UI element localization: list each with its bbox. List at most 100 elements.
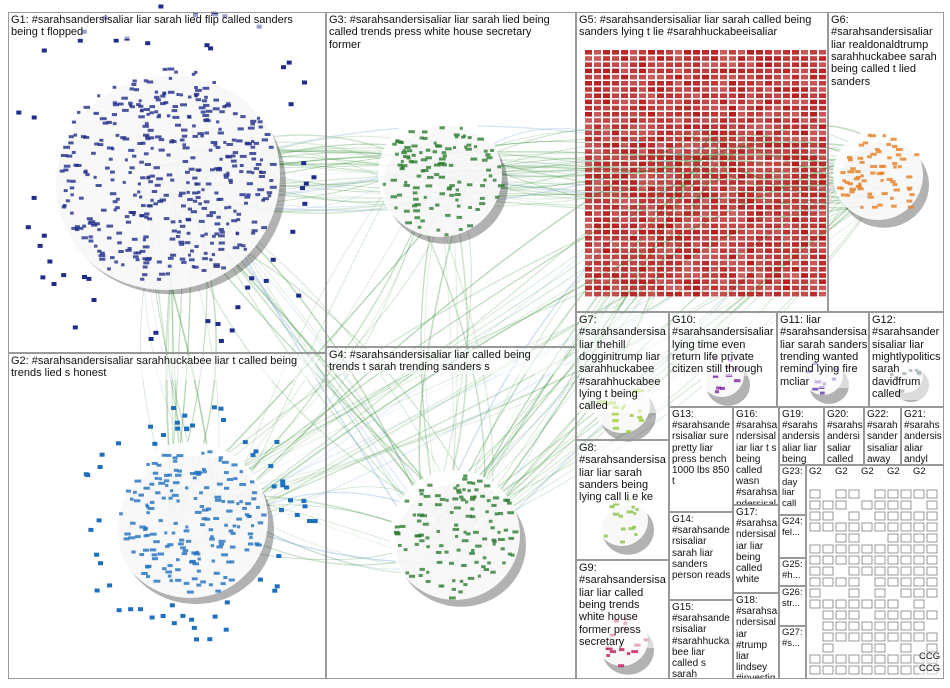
node: [449, 561, 454, 565]
node: [403, 184, 410, 187]
node: [819, 242, 826, 247]
node: [810, 260, 817, 266]
node: [400, 160, 404, 163]
node: [684, 112, 691, 117]
node: [193, 497, 198, 500]
node: [765, 285, 772, 291]
node: [801, 180, 808, 185]
node: [639, 174, 646, 179]
node: [729, 273, 736, 278]
node: [853, 177, 860, 181]
node: [684, 124, 691, 129]
node: [612, 205, 619, 210]
node: [738, 248, 745, 253]
node: [630, 68, 637, 74]
node: [630, 105, 637, 111]
node: [783, 180, 790, 185]
node: [167, 256, 174, 260]
node: [154, 110, 159, 114]
node: [585, 205, 592, 210]
node: [257, 120, 263, 124]
node: [204, 43, 210, 48]
node: [666, 285, 673, 291]
node: [603, 217, 610, 222]
node: [124, 215, 130, 219]
node: [809, 522, 821, 532]
node: [720, 180, 727, 185]
node: [594, 180, 601, 185]
node: [822, 577, 834, 587]
node: [792, 267, 799, 272]
node: [106, 224, 114, 228]
node: [192, 199, 198, 203]
node: [491, 503, 497, 507]
node: [142, 245, 150, 249]
node: [720, 87, 727, 92]
node: [765, 211, 772, 216]
node: [612, 143, 619, 148]
node: [216, 120, 220, 124]
node: [612, 186, 619, 191]
node: [720, 254, 727, 260]
node: [887, 632, 899, 642]
node: [486, 499, 491, 503]
node: [720, 236, 727, 241]
node: [621, 149, 628, 154]
node: [621, 87, 628, 92]
node: [783, 236, 790, 241]
node: [801, 136, 808, 142]
node: [174, 420, 180, 425]
node: [810, 174, 817, 179]
node: [684, 155, 691, 160]
node: [666, 124, 673, 129]
node: [203, 486, 210, 490]
node: [666, 198, 673, 204]
node: [192, 176, 198, 180]
node: [684, 161, 691, 167]
node: [648, 248, 655, 253]
node: [125, 489, 131, 493]
edge: [197, 166, 871, 529]
node: [175, 568, 181, 572]
node: [594, 74, 601, 80]
node: [72, 325, 78, 330]
node: [171, 109, 178, 113]
node: [97, 94, 101, 98]
node: [215, 322, 221, 326]
node: [453, 486, 457, 490]
node: [449, 184, 455, 188]
node: [508, 536, 515, 540]
node: [792, 167, 799, 173]
node: [456, 204, 461, 208]
node: [201, 188, 205, 192]
node: [149, 615, 155, 620]
node: [657, 112, 664, 117]
node: [436, 228, 441, 232]
node: [869, 134, 876, 138]
node: [400, 164, 408, 168]
node: [477, 574, 481, 578]
node: [130, 521, 136, 525]
node: [729, 50, 736, 55]
node: [165, 544, 170, 548]
node: [747, 248, 754, 253]
node: [693, 87, 700, 92]
node: [145, 533, 150, 537]
node: [720, 205, 727, 210]
node: [657, 211, 664, 216]
node: [675, 267, 682, 272]
node: [603, 174, 610, 179]
node: [630, 291, 637, 297]
node: [82, 275, 87, 279]
node: [639, 149, 646, 154]
node: [212, 81, 216, 84]
node: [819, 136, 826, 142]
node: [657, 130, 664, 136]
node: [490, 526, 495, 530]
node: [86, 217, 93, 221]
node: [612, 50, 619, 55]
node: [630, 50, 637, 55]
node: [155, 491, 161, 495]
node: [711, 68, 718, 74]
node: [403, 209, 410, 213]
